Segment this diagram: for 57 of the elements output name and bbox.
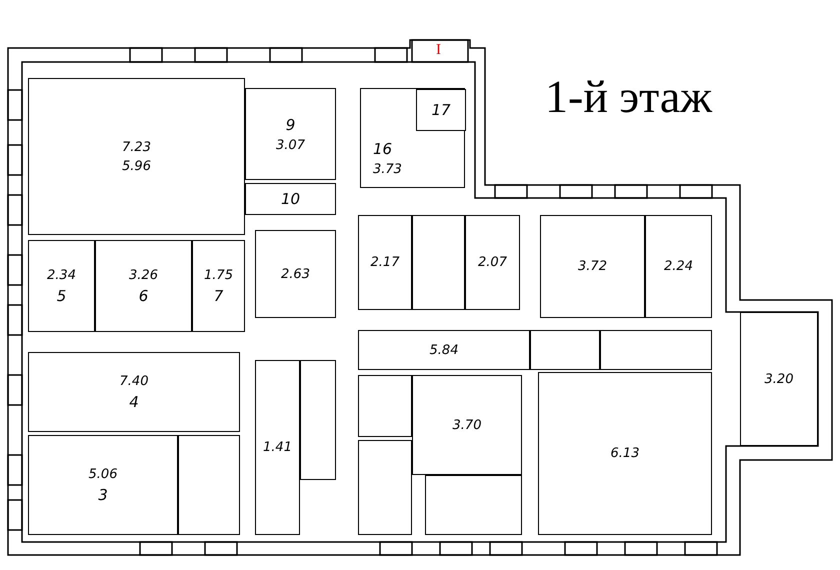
- floor-title: 1-й этаж: [545, 70, 712, 123]
- room: [740, 312, 818, 446]
- dimension-text: 3.07: [276, 138, 305, 152]
- room: [192, 240, 245, 332]
- room: [28, 240, 95, 332]
- dimension-text: 6.13: [610, 446, 640, 461]
- dimension-text: 3.20: [764, 372, 794, 386]
- dimension-text: 3.73: [373, 162, 402, 177]
- room: [178, 435, 240, 535]
- room: [28, 435, 178, 535]
- room: [600, 330, 712, 370]
- dimension-text: 7.40: [120, 374, 148, 388]
- dimension-text: 3.26: [129, 268, 158, 282]
- room: [245, 88, 336, 180]
- dimension-text: 1.75: [204, 268, 233, 282]
- room: [300, 360, 336, 480]
- dimension-text: 3.72: [578, 259, 607, 274]
- room: [645, 215, 712, 318]
- dimension-text: 2.63: [281, 266, 310, 282]
- room-number: 4: [129, 392, 139, 410]
- room-number: 6: [138, 286, 148, 304]
- dimension-text: 5.84: [430, 342, 458, 358]
- room: [425, 475, 522, 535]
- room-number: 9: [286, 116, 296, 134]
- room: [465, 215, 520, 310]
- room: [538, 372, 712, 535]
- room: [540, 215, 645, 318]
- dimension-text: 1.41: [263, 440, 292, 455]
- room-number: 7: [214, 286, 224, 304]
- room: [358, 330, 530, 370]
- dimension-text: 2.07: [478, 255, 507, 270]
- room-number: 5: [56, 286, 66, 304]
- room: [530, 330, 600, 370]
- dimension-text: 7.23: [122, 140, 151, 154]
- room: [28, 78, 245, 235]
- dimension-text: 2.17: [370, 255, 400, 270]
- dimension-text: 2.34: [47, 268, 76, 282]
- room: [95, 240, 192, 332]
- room: [412, 375, 522, 475]
- dimension-text: 5.06: [88, 466, 118, 482]
- dimension-text: 3.70: [452, 418, 482, 432]
- room: [358, 440, 412, 535]
- dimension-text: 5.96: [122, 158, 151, 174]
- room: [255, 360, 300, 535]
- room: [358, 375, 412, 437]
- room: [28, 352, 240, 432]
- room: [412, 215, 465, 310]
- room-number: 17: [431, 101, 451, 119]
- room-number: 10: [280, 190, 300, 208]
- room: [255, 230, 336, 318]
- room-number: 3: [98, 486, 108, 504]
- room: [360, 88, 465, 188]
- room: [416, 89, 466, 131]
- dimension-text: 2.24: [664, 259, 693, 274]
- room-number: 16: [373, 140, 392, 158]
- room: [358, 215, 412, 310]
- room: [245, 183, 336, 215]
